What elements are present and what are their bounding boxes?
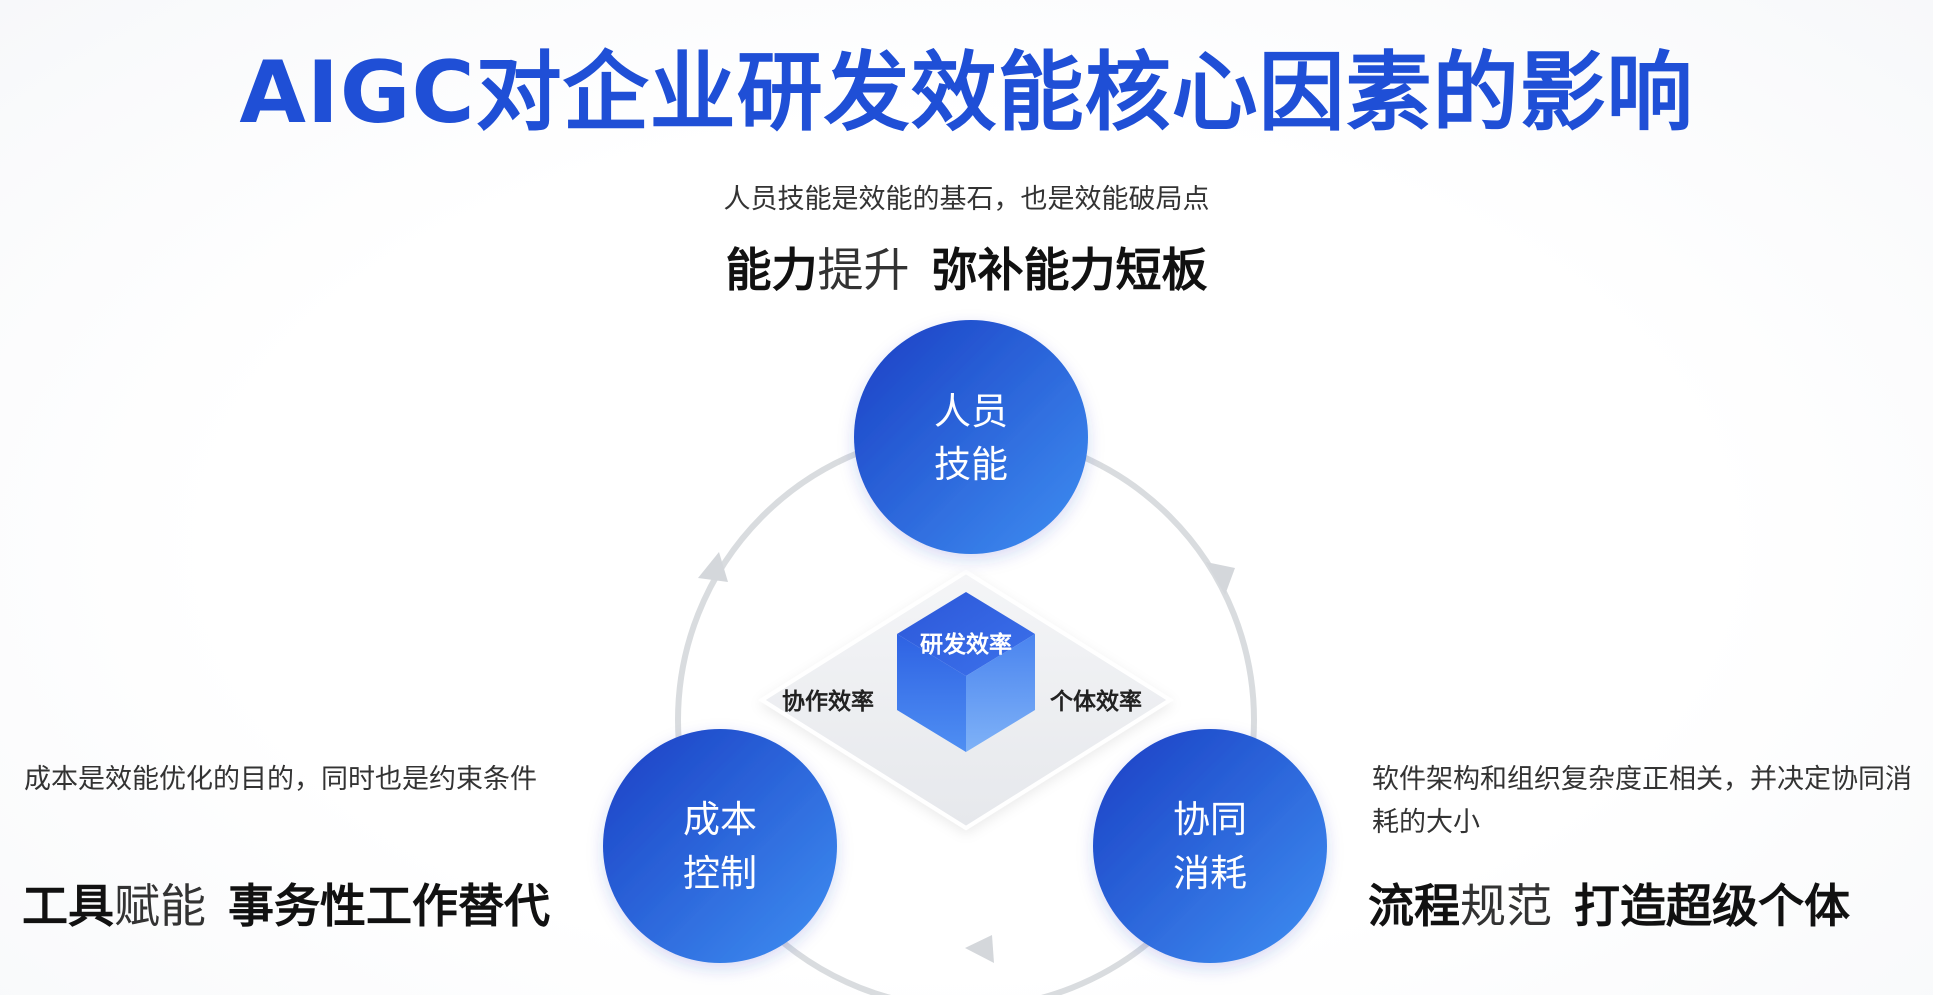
arrow-bottom-icon bbox=[965, 935, 994, 963]
circle-cost-control: 成本 控制 bbox=[603, 729, 837, 963]
circle-left-line-2: 控制 bbox=[683, 852, 757, 895]
top-headline-bold-1: 能力 bbox=[725, 243, 818, 297]
top-headline-bold-2: 弥补能力短板 bbox=[931, 243, 1208, 297]
diamond-right-label: 个体效率 bbox=[1050, 688, 1142, 715]
circle-right-line-1: 协同 bbox=[1173, 798, 1247, 841]
diamond-left-label: 协作效率 bbox=[782, 688, 874, 715]
left-headline: 工具赋能事务性工作替代 bbox=[22, 876, 550, 936]
right-headline-bold-2: 打造超级个体 bbox=[1574, 879, 1850, 933]
top-description: 人员技能是效能的基石，也是效能破局点 bbox=[723, 184, 1210, 215]
right-headline: 流程规范打造超级个体 bbox=[1368, 876, 1850, 936]
left-headline-bold-2: 事务性工作替代 bbox=[228, 879, 550, 933]
arrow-left-icon bbox=[698, 552, 728, 582]
left-headline-bold-1: 工具 bbox=[22, 879, 114, 933]
cube-label: 研发效率 bbox=[920, 631, 1012, 658]
right-headline-bold-1: 流程 bbox=[1368, 879, 1460, 933]
left-description: 成本是效能优化的目的，同时也是约束条件 bbox=[24, 764, 537, 795]
right-headline-normal: 规范 bbox=[1460, 879, 1552, 933]
circle-left-line-1: 成本 bbox=[683, 798, 757, 841]
top-headline-normal: 提升 bbox=[817, 243, 910, 297]
page-title: AIGC对企业研发效能核心因素的影响 bbox=[239, 43, 1694, 143]
circle-top-line-1: 人员 bbox=[934, 390, 1008, 433]
circle-people-skills: 人员 技能 bbox=[854, 320, 1088, 554]
center-cube bbox=[897, 592, 1035, 752]
circle-top-line-2: 技能 bbox=[934, 443, 1008, 486]
circle-right-line-2: 消耗 bbox=[1173, 852, 1247, 895]
top-headline: 能力提升弥补能力短板 bbox=[0, 240, 1933, 300]
right-description: 软件架构和组织复杂度正相关，并决定协同消耗的大小 bbox=[1372, 764, 1912, 838]
arrow-right-icon bbox=[1206, 562, 1235, 595]
circle-collaboration-cost: 协同 消耗 bbox=[1093, 729, 1327, 963]
left-headline-normal: 赋能 bbox=[114, 879, 206, 933]
